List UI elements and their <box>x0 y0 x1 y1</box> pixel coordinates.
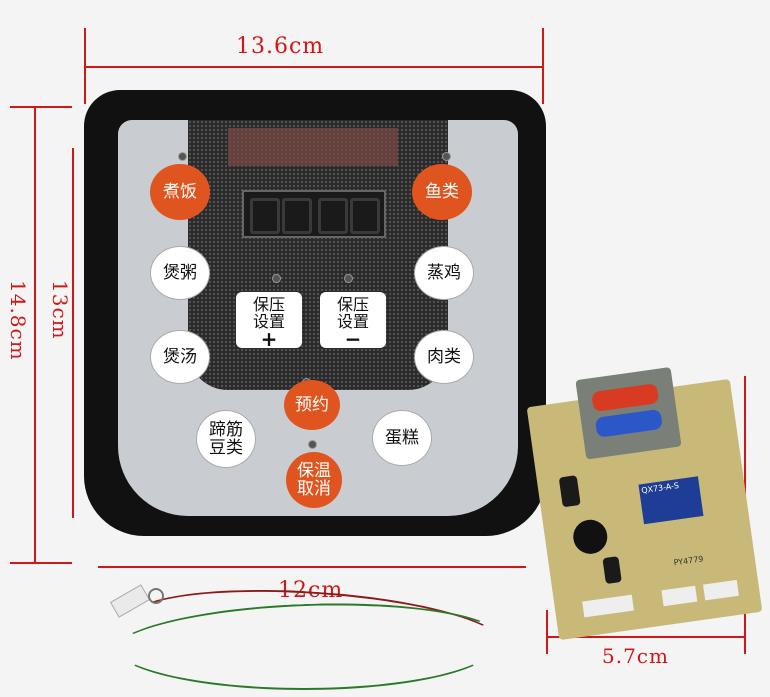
top-dimension-label: 13.6cm <box>236 34 325 59</box>
connector <box>703 579 739 601</box>
pcb-dimension-line <box>546 636 746 638</box>
circuit-board: QX73-A-S PY4779 <box>526 367 763 641</box>
left-dimension-line <box>34 108 36 564</box>
meat-button[interactable]: 肉类 <box>414 330 474 384</box>
steamed-chicken-button[interactable]: 蒸鸡 <box>414 246 474 300</box>
led-indicator <box>308 440 317 449</box>
transformer <box>575 367 682 460</box>
fish-button[interactable]: 鱼类 <box>412 164 472 220</box>
bottom-dimension-line <box>98 566 526 568</box>
top-dimension-line <box>84 66 544 68</box>
inner-dimension-label: 13cm <box>48 280 72 340</box>
reservation-button[interactable]: 预约 <box>284 380 340 430</box>
logo-area <box>228 128 398 166</box>
digit-3 <box>318 198 348 234</box>
plus-icon: + <box>260 327 278 351</box>
led-indicator <box>344 274 353 283</box>
keep-warm-cancel-button[interactable]: 保温 取消 <box>286 452 342 508</box>
led-display <box>242 190 386 238</box>
board-code: PY4779 <box>673 554 704 568</box>
connector <box>661 585 698 607</box>
led-indicator <box>178 152 187 161</box>
left-dim-tick-top <box>10 106 72 108</box>
transformer-coil-red <box>591 383 660 413</box>
capacitor <box>602 556 622 585</box>
led-indicator <box>442 152 451 161</box>
pressure-minus-button[interactable]: 保压 设置 − <box>320 292 386 351</box>
capacitor <box>558 475 581 508</box>
led-indicator <box>272 274 281 283</box>
top-dim-tick-left <box>84 28 86 104</box>
soup-button[interactable]: 煲汤 <box>150 330 210 384</box>
sensor-wire-green <box>110 596 498 690</box>
connector <box>582 594 634 618</box>
relay: QX73-A-S <box>638 476 704 525</box>
porridge-button[interactable]: 煲粥 <box>150 246 210 300</box>
cake-button[interactable]: 蛋糕 <box>372 410 432 466</box>
pcb-dim-tick-left <box>546 610 548 654</box>
digit-4 <box>350 198 380 234</box>
pressure-minus-label: 保压 设置 <box>336 295 369 331</box>
transformer-coil-blue <box>594 408 663 438</box>
buzzer <box>571 517 610 557</box>
left-dim-tick-bottom <box>10 562 72 564</box>
digit-1 <box>250 198 280 234</box>
minus-icon: − <box>344 327 362 351</box>
pressure-plus-button[interactable]: 保压 设置 + <box>236 292 302 351</box>
beans-button[interactable]: 蹄筋 豆类 <box>196 410 256 468</box>
pressure-plus-label: 保压 设置 <box>252 295 285 331</box>
top-dim-tick-right <box>542 28 544 104</box>
sensor-probe <box>148 588 164 604</box>
digit-2 <box>282 198 312 234</box>
inner-dimension-line <box>72 148 74 518</box>
pcb-dimension-label: 5.7cm <box>602 644 669 668</box>
left-dimension-label: 14.8cm <box>6 280 30 361</box>
cook-rice-button[interactable]: 煮饭 <box>150 164 210 220</box>
